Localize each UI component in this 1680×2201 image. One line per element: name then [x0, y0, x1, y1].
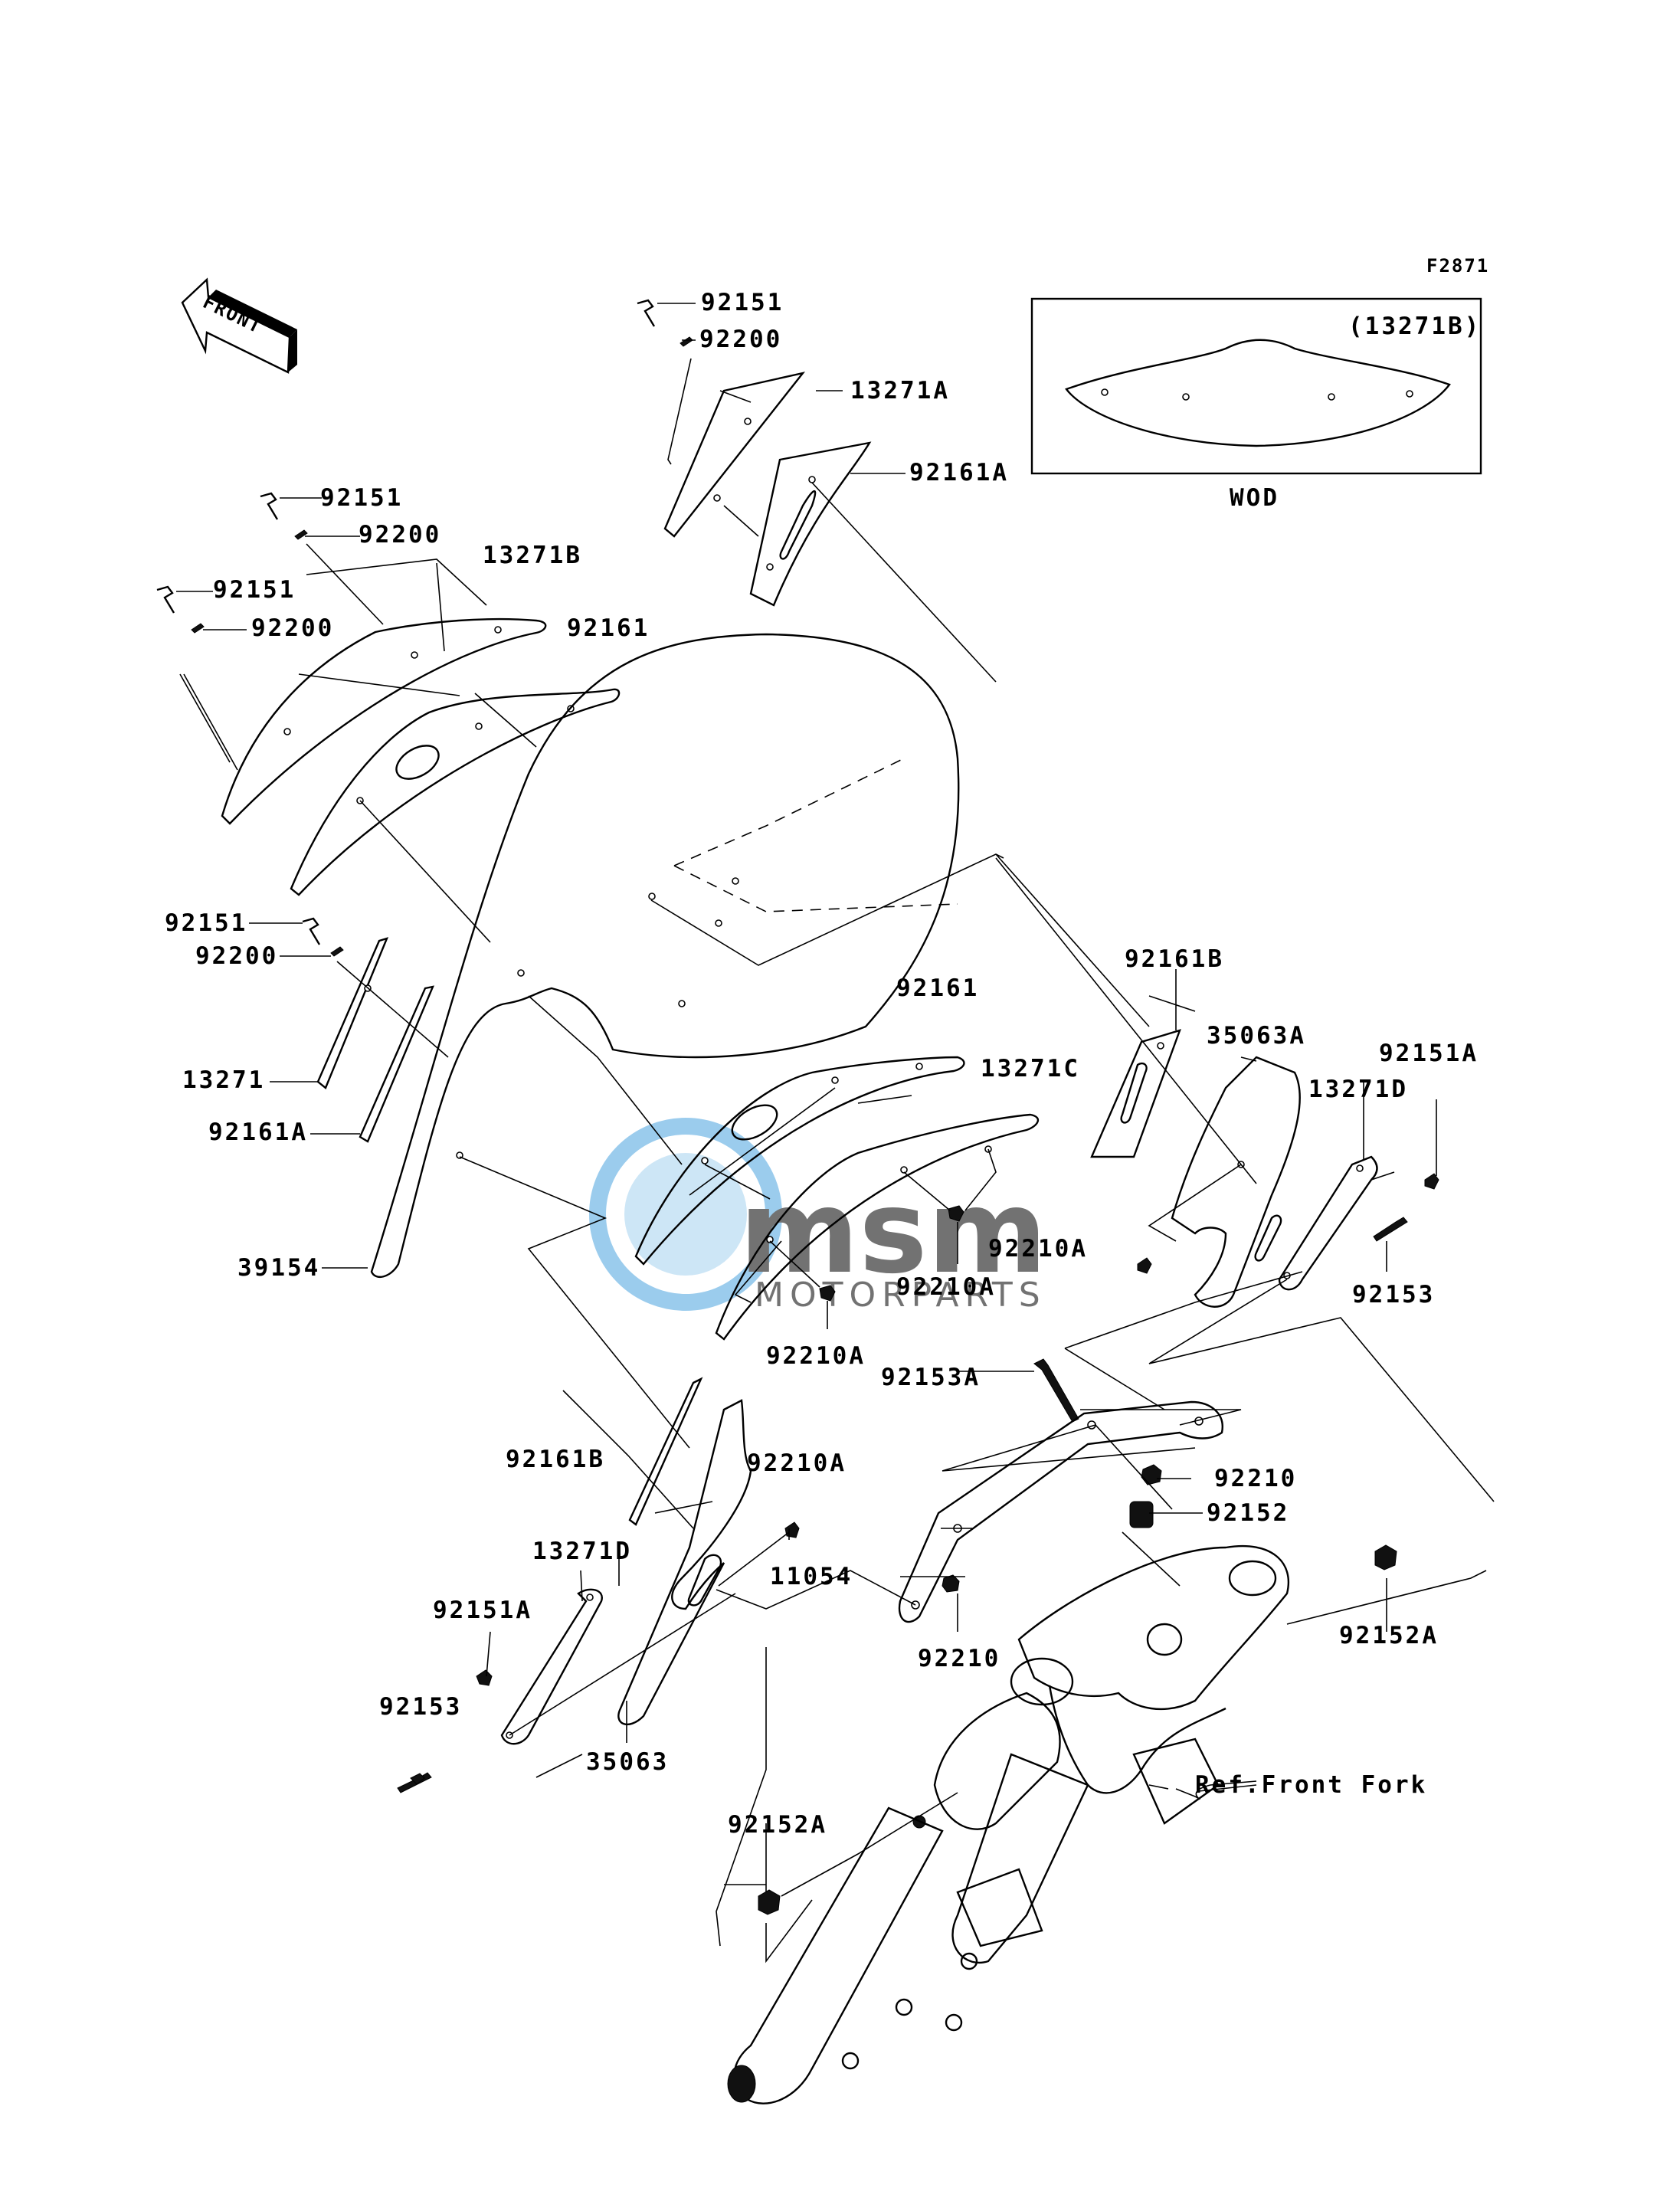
inset-caption: WOD	[1230, 484, 1279, 512]
windshield-39154: 39154	[237, 633, 1150, 1449]
label-92151-l1: 92151	[320, 484, 403, 512]
label-92152-b: 92152	[1207, 1499, 1289, 1527]
label-92151-m: 92151	[165, 909, 247, 937]
label-92151-l2: 92151	[213, 576, 296, 604]
label-92151-top: 92151	[701, 289, 784, 316]
label-92200-l2: 92200	[251, 614, 334, 642]
label-92210A-c1: 92210A	[896, 1273, 996, 1301]
label-92200-l1: 92200	[359, 521, 441, 549]
left-upper-group: 92151 92200 13271B 92151 92200 92161	[156, 484, 650, 943]
label-92153-r: 92153	[1352, 1281, 1435, 1308]
label-92161-c: 92161	[896, 974, 979, 1002]
label-92210A-r: 92210A	[988, 1235, 1088, 1263]
label-35063A-r: 35063A	[1207, 1022, 1306, 1050]
label-92161B-r: 92161B	[1125, 945, 1224, 973]
label-92210A-c2: 92210A	[766, 1342, 866, 1370]
top-bracket-group: 92151 92200 13271A 92161A	[637, 289, 1009, 683]
label-92200-m: 92200	[195, 942, 278, 970]
label-92151A-r: 92151A	[1379, 1040, 1479, 1067]
label-92152A-b: 92152A	[728, 1811, 827, 1839]
label-92161B-b: 92161B	[506, 1446, 605, 1473]
label-92210-b2: 92210	[918, 1645, 1000, 1672]
label-92161A-m: 92161A	[208, 1119, 308, 1146]
watermark-sub: MOTORPARTS	[755, 1276, 1046, 1315]
label-35063-b: 35063	[586, 1748, 669, 1776]
label-92210-b1: 92210	[1214, 1465, 1297, 1492]
label-92200-top: 92200	[699, 326, 782, 353]
label-92210A-b: 92210A	[747, 1449, 847, 1477]
label-92161A-top: 92161A	[909, 459, 1009, 486]
watermark-brand: msm	[739, 1166, 1047, 1299]
label-13271-m: 13271	[182, 1066, 265, 1094]
label-92153-b: 92153	[379, 1693, 462, 1721]
front-arrow-icon: FRONT	[181, 277, 297, 374]
label-92161-l2: 92161	[567, 614, 650, 642]
label-ref-front-fork: Ref.Front Fork	[1195, 1771, 1427, 1799]
left-mid-group: 92151 92200 13271 92161A	[165, 909, 449, 1146]
label-13271D-r: 13271D	[1308, 1076, 1408, 1103]
bottom-bracket-group: 92153A 92161B 92210A 92210 92152 13271D …	[379, 1358, 1487, 2104]
figure-code: F2871	[1426, 255, 1489, 277]
inset-box: (13271B) WOD	[1030, 297, 1482, 512]
label-13271B-l1: 13271B	[483, 542, 582, 569]
inset-part-ref: (13271B)	[1348, 313, 1481, 340]
label-92152A-b-right: 92152A	[1339, 1622, 1439, 1649]
label-13271A-top: 13271A	[850, 377, 950, 404]
label-11054-b: 11054	[770, 1563, 853, 1590]
right-bracket-group: 92161B 35063A 92151A 13271D 92210A 92153	[988, 857, 1495, 1502]
label-13271C-c: 13271C	[981, 1055, 1080, 1082]
label-13271D-b: 13271D	[532, 1538, 632, 1565]
label-92151A-b: 92151A	[433, 1597, 532, 1624]
label-39154: 39154	[237, 1254, 320, 1282]
center-bracket-group: 92161 13271C 92210A 92210A	[634, 974, 1080, 1370]
label-92153A-b: 92153A	[881, 1364, 981, 1391]
